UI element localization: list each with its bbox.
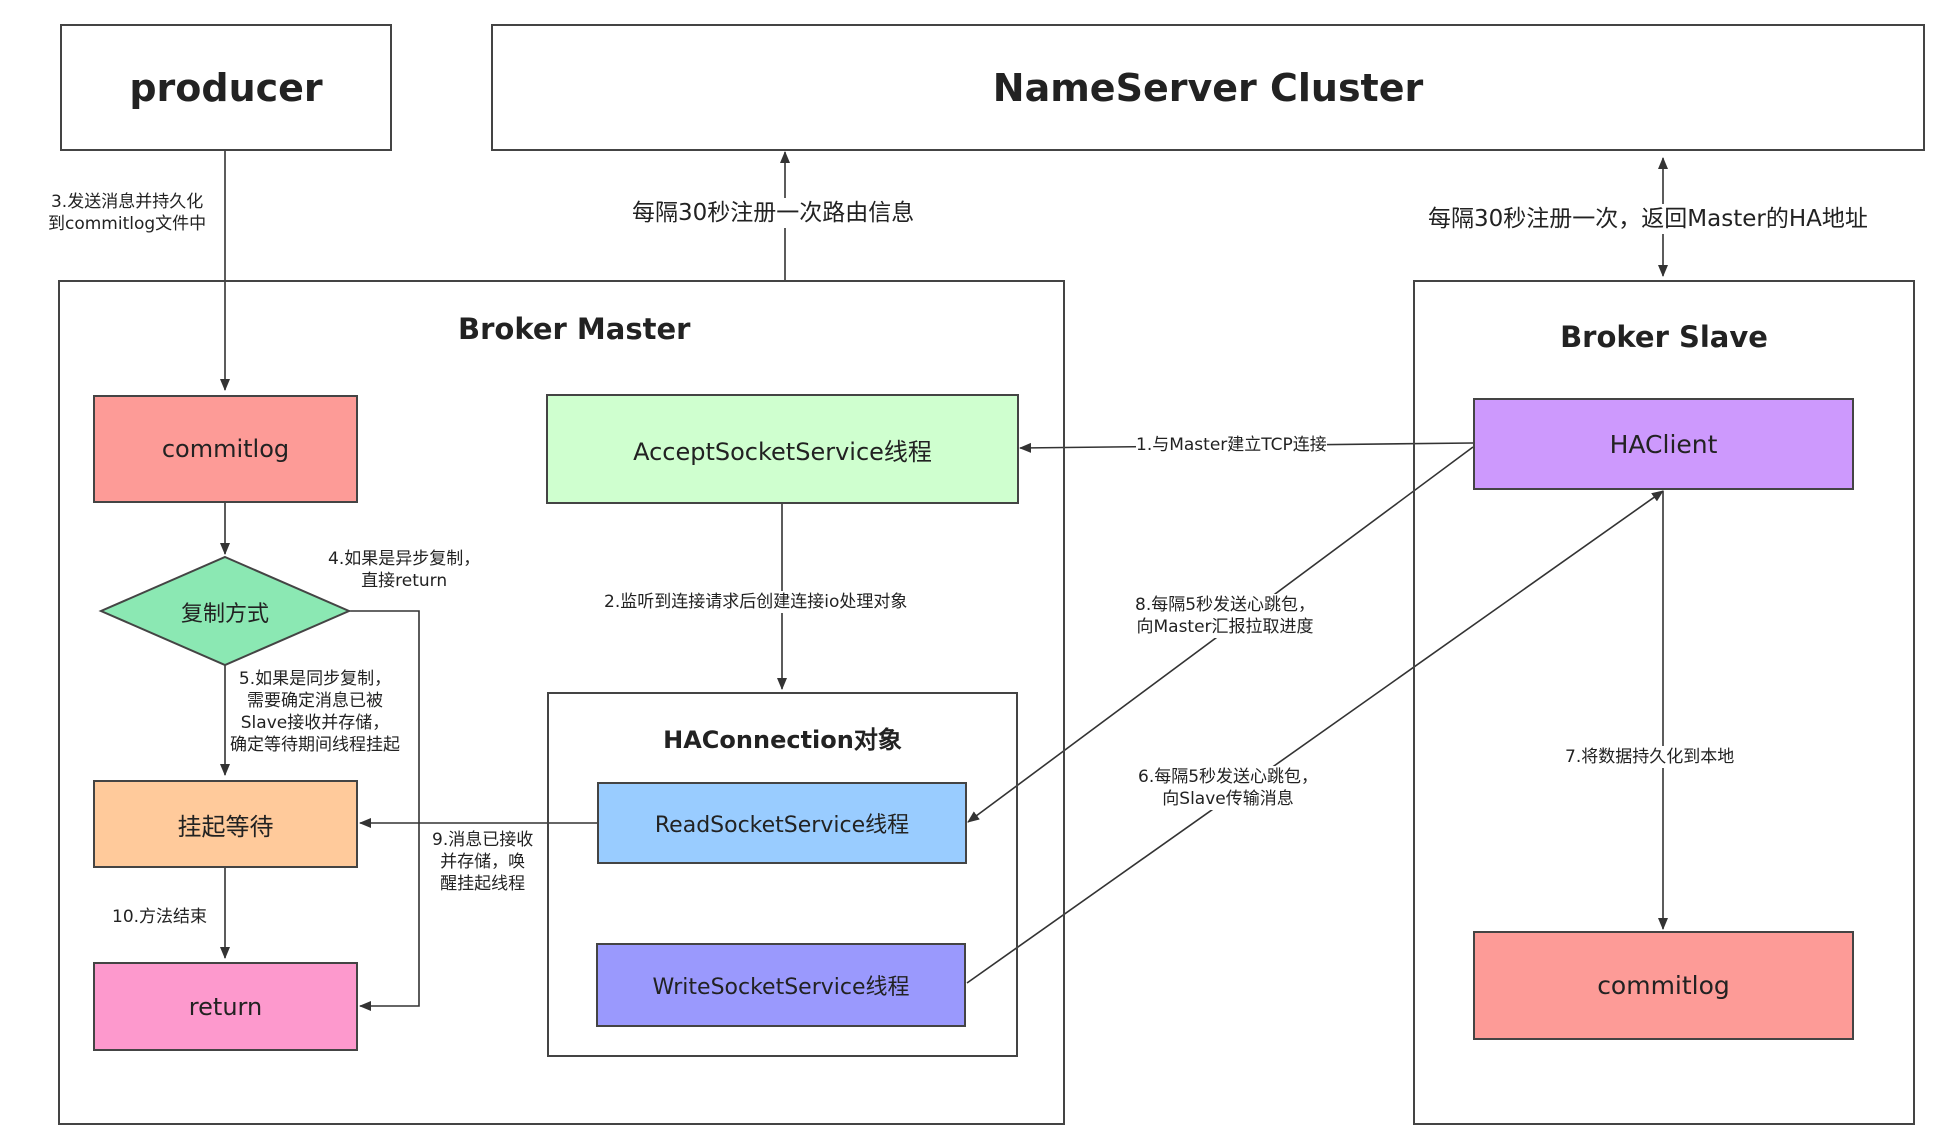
broker-slave-title: Broker Slave bbox=[1560, 320, 1768, 354]
step2-label: 2.监听到连接请求后创建连接io处理对象 bbox=[604, 591, 908, 613]
haclient-label: HAClient bbox=[1609, 429, 1718, 459]
broker-master-container: Broker Master bbox=[58, 280, 1065, 1125]
producer-box: producer bbox=[60, 24, 392, 151]
step9-label: 9.消息已接收 并存储，唤 醒挂起线程 bbox=[432, 829, 534, 895]
broker-slave-container: Broker Slave bbox=[1413, 280, 1915, 1125]
producer-label: producer bbox=[129, 65, 323, 110]
nameserver-cluster-label: NameServer Cluster bbox=[992, 65, 1424, 110]
replication-mode-diamond bbox=[98, 555, 352, 667]
master-register-label: 每隔30秒注册一次路由信息 bbox=[632, 198, 915, 228]
broker-master-title: Broker Master bbox=[458, 312, 691, 346]
step7-label: 7.将数据持久化到本地 bbox=[1565, 746, 1735, 768]
return-box: return bbox=[93, 962, 358, 1051]
commitlog-slave-box: commitlog bbox=[1473, 931, 1854, 1040]
slave-register-label: 每隔30秒注册一次，返回Master的HA地址 bbox=[1428, 204, 1868, 234]
return-label: return bbox=[188, 992, 263, 1021]
haconnection-title: HAConnection对象 bbox=[663, 726, 902, 754]
haclient-box: HAClient bbox=[1473, 398, 1854, 490]
commitlog-slave-label: commitlog bbox=[1597, 971, 1730, 1000]
arrow-write-to-haclient bbox=[966, 490, 1664, 984]
replication-mode-label: 复制方式 bbox=[180, 602, 269, 627]
write-socket-service-label: WriteSocketService线程 bbox=[652, 975, 910, 1000]
commitlog-master-box: commitlog bbox=[93, 395, 358, 503]
step10-label: 10.方法结束 bbox=[112, 906, 208, 928]
step8-label: 8.每隔5秒发送心跳包， 向Master汇报拉取进度 bbox=[1135, 594, 1316, 638]
accept-socket-service-box: AcceptSocketService线程 bbox=[546, 394, 1019, 504]
arrow-mode-to-return bbox=[349, 610, 420, 1011]
haconnection-container: HAConnection对象 bbox=[547, 692, 1018, 1057]
read-socket-service-box: ReadSocketService线程 bbox=[597, 782, 967, 864]
suspend-wait-box: 挂起等待 bbox=[93, 780, 358, 868]
read-socket-service-label: ReadSocketService线程 bbox=[654, 813, 910, 838]
commitlog-master-label: commitlog bbox=[161, 435, 290, 463]
suspend-wait-label: 挂起等待 bbox=[177, 812, 274, 841]
write-socket-service-box: WriteSocketService线程 bbox=[596, 943, 966, 1027]
nameserver-cluster-box: NameServer Cluster bbox=[491, 24, 1925, 151]
accept-socket-service-label: AcceptSocketService线程 bbox=[633, 437, 932, 466]
step1-label: 1.与Master建立TCP连接 bbox=[1136, 434, 1327, 456]
step4-label: 4.如果是异步复制， 直接return bbox=[328, 548, 481, 592]
step6-label: 6.每隔5秒发送心跳包， 向Slave传输消息 bbox=[1138, 766, 1319, 810]
step3-label: 3.发送消息并持久化 到commitlog文件中 bbox=[48, 191, 207, 235]
step5-label: 5.如果是同步复制， 需要确定消息已被 Slave接收并存储， 确定等待期间线程… bbox=[230, 668, 400, 756]
